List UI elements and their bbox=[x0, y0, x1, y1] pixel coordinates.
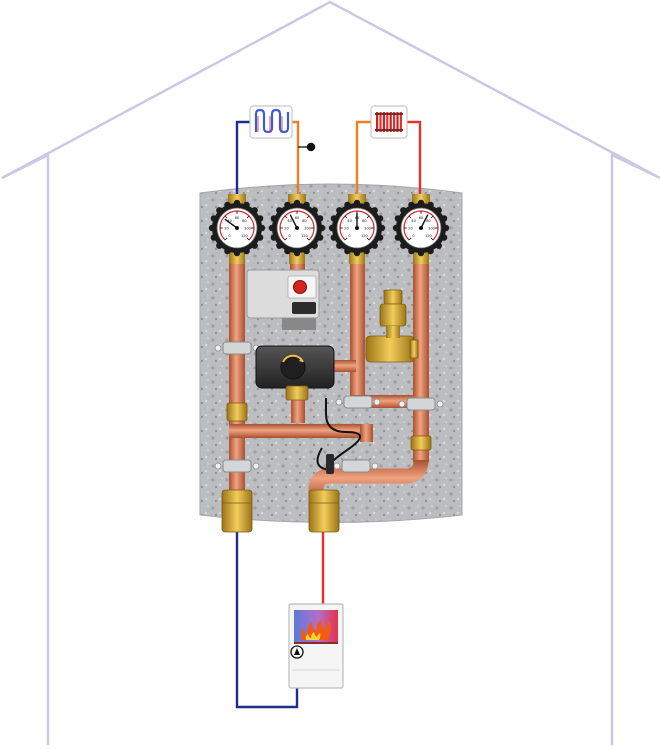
sensor-cable bbox=[316, 398, 361, 474]
gauge-tick-label: 120 bbox=[425, 234, 433, 238]
gauge-tick-label: 0 bbox=[412, 234, 415, 238]
gauge-tick-label: 80 bbox=[242, 219, 247, 223]
gauge-tick-label: 20 bbox=[284, 226, 289, 230]
gauge-tick-label: 0 bbox=[288, 234, 291, 238]
gauge-tick-label: 20 bbox=[344, 226, 349, 230]
brass-fittings bbox=[221, 402, 432, 533]
gauge-tick-label: 80 bbox=[362, 219, 367, 223]
gauge-tick-label: 100 bbox=[428, 226, 436, 230]
radiator-icon bbox=[370, 105, 408, 139]
mixing-valve-actuator bbox=[255, 345, 335, 401]
gauge-tick-label: 100 bbox=[304, 226, 312, 230]
thermometer-gauges: 0204060801001200204060801001200204060801… bbox=[208, 194, 450, 264]
gauge-tick-label: 40 bbox=[347, 219, 352, 223]
gauge-tick-label: 60 bbox=[295, 216, 300, 220]
gauge-tick-label: 120 bbox=[241, 234, 249, 238]
gauge-tick-label: 0 bbox=[348, 234, 351, 238]
gauge-tick-label: 0 bbox=[228, 234, 231, 238]
gauge-tick-label: 60 bbox=[235, 216, 240, 220]
gauge-tick-label: 100 bbox=[244, 226, 252, 230]
gauge-tick-label: 100 bbox=[364, 226, 372, 230]
gauge-tick-label: 120 bbox=[361, 234, 369, 238]
gauge-tick-label: 20 bbox=[408, 226, 413, 230]
gauge-tick-label: 20 bbox=[224, 226, 229, 230]
gauge-tick-label: 40 bbox=[227, 219, 232, 223]
pipe-clamps bbox=[214, 341, 444, 473]
gauge-tick-label: 80 bbox=[426, 219, 431, 223]
gauge-tick-label: 60 bbox=[419, 216, 424, 220]
temperature-sensor-icon bbox=[298, 142, 316, 152]
boiler-icon bbox=[288, 603, 344, 689]
gauge-tick-label: 120 bbox=[301, 234, 309, 238]
gauge-tick-label: 40 bbox=[411, 219, 416, 223]
bypass-valve bbox=[365, 289, 419, 363]
gauge-tick-label: 80 bbox=[302, 219, 307, 223]
gauge-tick-label: 40 bbox=[287, 219, 292, 223]
circulation-pump bbox=[246, 269, 320, 330]
floor-heating-coil-icon bbox=[249, 105, 293, 139]
